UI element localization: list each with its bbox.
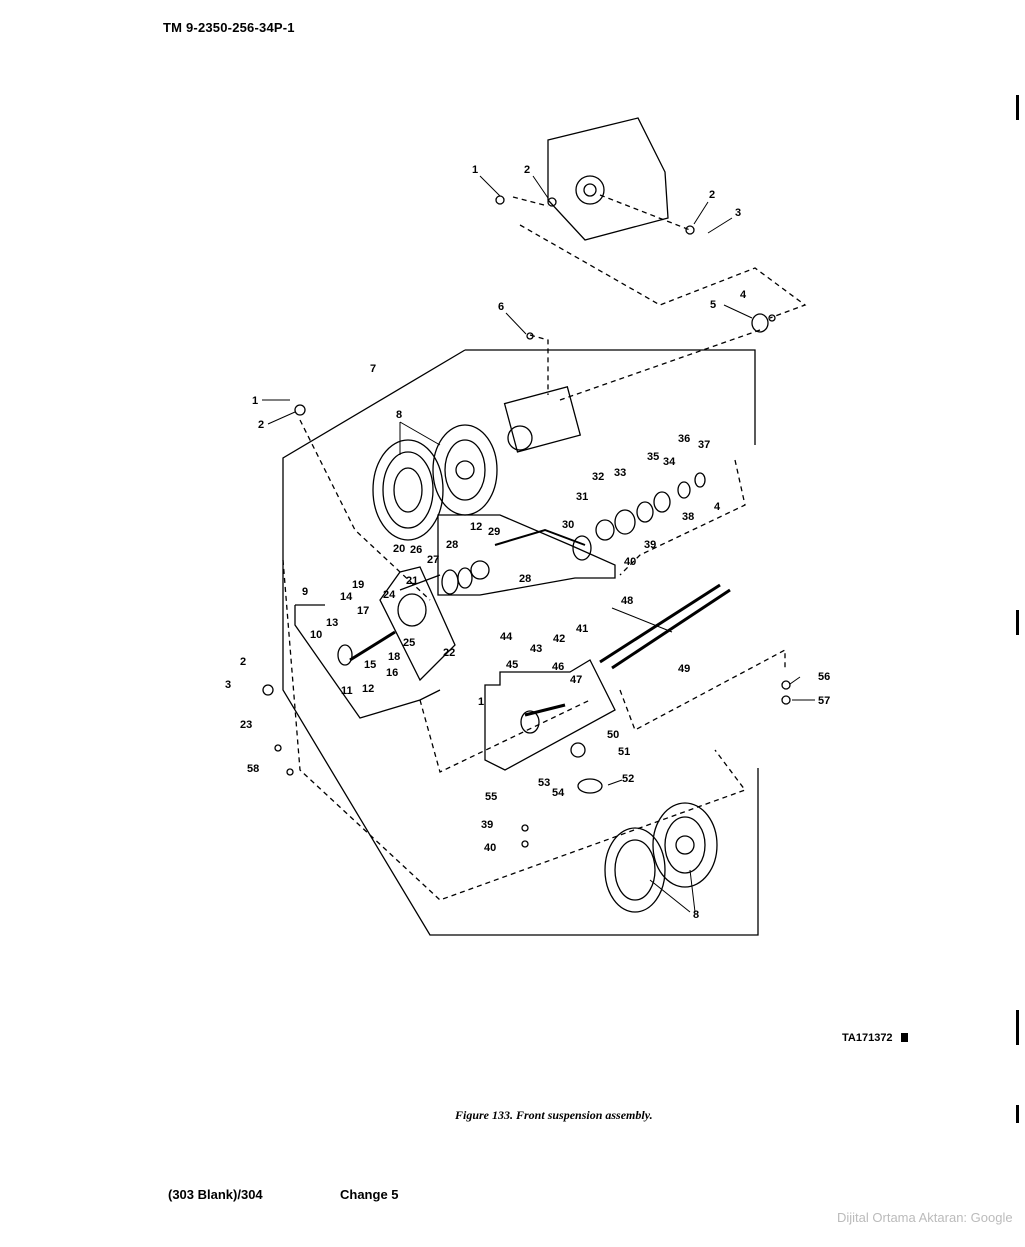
exploded-view-illustration: 1 2 2 3 4 5 6 7 1 2 8 36 37 35 34 33 32 … bbox=[225, 117, 830, 936]
callout: 22 bbox=[443, 647, 455, 659]
callout: 23 bbox=[240, 719, 252, 731]
callout: 19 bbox=[352, 579, 364, 591]
callout: 49 bbox=[678, 663, 690, 675]
callout: 24 bbox=[383, 589, 396, 601]
callout: 2 bbox=[240, 656, 246, 668]
callout: 45 bbox=[506, 659, 518, 671]
callout: 12 bbox=[470, 521, 482, 533]
callout: 2 bbox=[258, 419, 264, 431]
callout: 2 bbox=[709, 189, 715, 201]
callout: 5 bbox=[710, 299, 716, 311]
callout: 35 bbox=[647, 451, 659, 463]
callout: 1 bbox=[252, 395, 258, 407]
callout: 51 bbox=[618, 746, 630, 758]
callout: 27 bbox=[427, 554, 439, 566]
callout: 41 bbox=[576, 623, 588, 635]
callout: 1 bbox=[478, 696, 484, 708]
callout: 4 bbox=[714, 501, 721, 513]
ta-number: TA171372 bbox=[842, 1032, 908, 1044]
callout: 44 bbox=[500, 631, 513, 643]
callout: 14 bbox=[340, 591, 353, 603]
callout: 30 bbox=[562, 519, 574, 531]
main-group-outline bbox=[282, 349, 759, 936]
callout: 36 bbox=[678, 433, 690, 445]
callout: 8 bbox=[693, 909, 699, 921]
callout: 28 bbox=[446, 539, 458, 551]
callout: 53 bbox=[538, 777, 550, 789]
callout: 40 bbox=[484, 842, 496, 854]
callout: 10 bbox=[310, 629, 322, 641]
document-id: TM 9-2350-256-34P-1 bbox=[163, 20, 295, 35]
callout: 55 bbox=[485, 791, 497, 803]
callout: 15 bbox=[364, 659, 376, 671]
callout: 3 bbox=[735, 207, 741, 219]
callout: 18 bbox=[388, 651, 400, 663]
arm-housing bbox=[503, 385, 582, 453]
callout: 32 bbox=[592, 471, 604, 483]
callout: 16 bbox=[386, 667, 398, 679]
callout: 50 bbox=[607, 729, 619, 741]
callout: 48 bbox=[621, 595, 633, 607]
callout: 3 bbox=[225, 679, 231, 691]
callout: 6 bbox=[498, 301, 504, 313]
edge-mark bbox=[1016, 95, 1019, 120]
callout: 28 bbox=[519, 573, 531, 585]
callout: 56 bbox=[818, 671, 830, 683]
callout: 33 bbox=[614, 467, 626, 479]
torsion-bar-49 bbox=[611, 588, 731, 670]
callout: 20 bbox=[393, 543, 405, 555]
figure-caption: Figure 133. Front suspension assembly. bbox=[455, 1108, 653, 1122]
callout: 1 bbox=[472, 164, 478, 176]
callout: 8 bbox=[396, 409, 402, 421]
road-wheel-lower-outer bbox=[604, 827, 666, 913]
callout: 34 bbox=[663, 456, 676, 468]
callout: 2 bbox=[524, 164, 530, 176]
watermark: Dijital Ortama Aktaran: Google bbox=[837, 1210, 1013, 1225]
callout: 11 bbox=[341, 685, 353, 697]
callout: 12 bbox=[362, 683, 374, 695]
hull-plate bbox=[547, 117, 669, 241]
edge-mark bbox=[1016, 1010, 1019, 1045]
change-number: Change 5 bbox=[340, 1187, 399, 1202]
callout: 17 bbox=[357, 605, 369, 617]
callout: 47 bbox=[570, 674, 582, 686]
callout: 4 bbox=[740, 289, 747, 301]
callout: 31 bbox=[576, 491, 588, 503]
callout: 21 bbox=[406, 575, 418, 587]
callout: 46 bbox=[552, 661, 564, 673]
callout: 40 bbox=[624, 556, 636, 568]
road-wheel-lower-inner bbox=[652, 802, 718, 888]
torsion-bar-48 bbox=[599, 583, 721, 664]
edge-mark bbox=[1016, 610, 1019, 635]
callout: 29 bbox=[488, 526, 500, 538]
callout: 9 bbox=[302, 586, 308, 598]
callout: 52 bbox=[622, 773, 634, 785]
callout: 58 bbox=[247, 763, 259, 775]
callout: 57 bbox=[818, 695, 830, 707]
callout: 38 bbox=[682, 511, 694, 523]
page-number: (303 Blank)/304 bbox=[168, 1187, 263, 1202]
ta-square-mark bbox=[900, 1033, 908, 1042]
road-wheel-upper-outer bbox=[372, 439, 444, 541]
callout: 39 bbox=[644, 539, 656, 551]
callout: 13 bbox=[326, 617, 338, 629]
callout: 26 bbox=[410, 544, 422, 556]
callout: 7 bbox=[370, 363, 376, 375]
edge-mark bbox=[1016, 1105, 1019, 1123]
callout: 25 bbox=[403, 637, 415, 649]
ta-number-text: TA171372 bbox=[842, 1032, 893, 1044]
group-9-outline bbox=[294, 574, 441, 719]
callout: 43 bbox=[530, 643, 542, 655]
callout: 42 bbox=[553, 633, 565, 645]
callout: 37 bbox=[698, 439, 710, 451]
hull-hole bbox=[575, 175, 605, 205]
callout: 39 bbox=[481, 819, 493, 831]
road-wheel-upper-inner bbox=[432, 424, 498, 516]
callout: 54 bbox=[552, 787, 565, 799]
